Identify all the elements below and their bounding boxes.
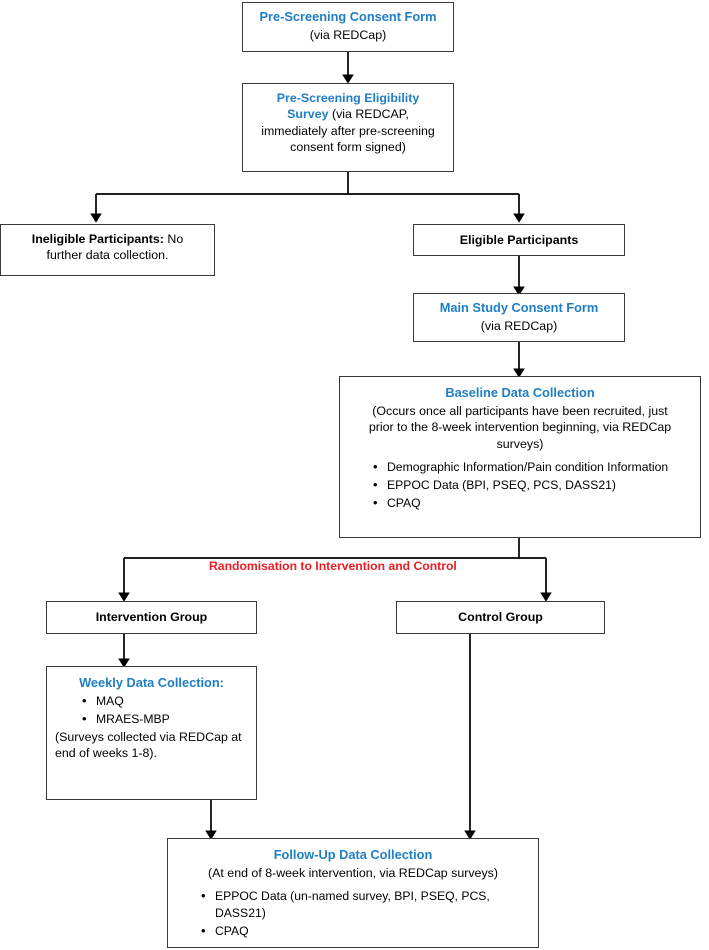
followup-sub: (At end of 8-week intervention, via REDC…	[208, 865, 498, 880]
list-item: Demographic Information/Pain condition I…	[370, 458, 692, 476]
node-eligible-participants: Eligible Participants	[413, 224, 625, 256]
node-control-group: Control Group	[396, 601, 605, 634]
node-intervention-group: Intervention Group	[46, 601, 257, 634]
list-item: EPPOC Data (un-named survey, BPI, PSEQ, …	[198, 887, 530, 922]
weekly-note-line2: end of weeks 1-8).	[55, 745, 157, 760]
baseline-sub-line2: prior to the 8-week intervention beginni…	[368, 420, 672, 435]
eligibility-heading-line2: Survey	[287, 107, 329, 122]
baseline-sub-line1: (Occurs once all participants have been …	[372, 403, 668, 418]
weekly-bullet-list: MAQ MRAES-MBP	[55, 692, 248, 728]
node-followup-data-collection: Follow-Up Data Collection (At end of 8-w…	[167, 838, 539, 948]
list-item: EPPOC Data (BPI, PSEQ, PCS, DASS21)	[370, 476, 692, 494]
ineligible-bold-label: Ineligible Participants:	[31, 232, 164, 246]
main-consent-heading: Main Study Consent Form	[439, 300, 599, 315]
node-pre-screening-consent: Pre-Screening Consent Form (via REDCap)	[242, 2, 454, 52]
list-item: CPAQ	[198, 922, 530, 940]
randomisation-label: Randomisation to Intervention and Contro…	[205, 559, 461, 573]
list-item: CPAQ	[370, 494, 692, 512]
ineligible-line2: further data collection.	[46, 248, 169, 263]
list-item: MRAES-MBP	[79, 710, 248, 728]
eligibility-heading-line1: Pre-Screening Eligibility	[276, 91, 420, 105]
weekly-note-line1: (Surveys collected via REDCap at	[55, 729, 242, 744]
list-item: MAQ	[79, 692, 248, 710]
pre-screening-consent-heading: Pre-Screening Consent Form	[259, 9, 437, 24]
baseline-heading: Baseline Data Collection	[445, 385, 595, 400]
node-weekly-data-collection: Weekly Data Collection: MAQ MRAES-MBP (S…	[46, 666, 257, 800]
eligible-participants-label: Eligible Participants	[459, 233, 579, 247]
node-main-study-consent: Main Study Consent Form (via REDCap)	[413, 293, 625, 342]
eligibility-sub-inline: (via REDCAP,	[328, 107, 409, 122]
followup-heading: Follow-Up Data Collection	[273, 847, 433, 862]
weekly-heading: Weekly Data Collection:	[79, 675, 224, 690]
ineligible-rest: No	[163, 232, 184, 246]
baseline-sub-line3: surveys)	[496, 436, 544, 451]
control-group-label: Control Group	[458, 610, 543, 624]
node-ineligible-participants: Ineligible Participants: No further data…	[0, 224, 215, 276]
eligibility-line3: immediately after pre-screening	[261, 123, 435, 138]
followup-bullet-list: EPPOC Data (un-named survey, BPI, PSEQ, …	[176, 887, 530, 940]
intervention-group-label: Intervention Group	[95, 610, 208, 624]
pre-screening-consent-sub: (via REDCap)	[309, 27, 387, 42]
node-baseline-data-collection: Baseline Data Collection (Occurs once al…	[339, 376, 701, 538]
node-pre-screening-eligibility: Pre-Screening Eligibility Survey (via RE…	[242, 83, 454, 172]
eligibility-line4: consent form signed)	[290, 140, 406, 155]
baseline-bullet-list: Demographic Information/Pain condition I…	[348, 458, 692, 512]
main-consent-sub: (via REDCap)	[480, 318, 558, 333]
